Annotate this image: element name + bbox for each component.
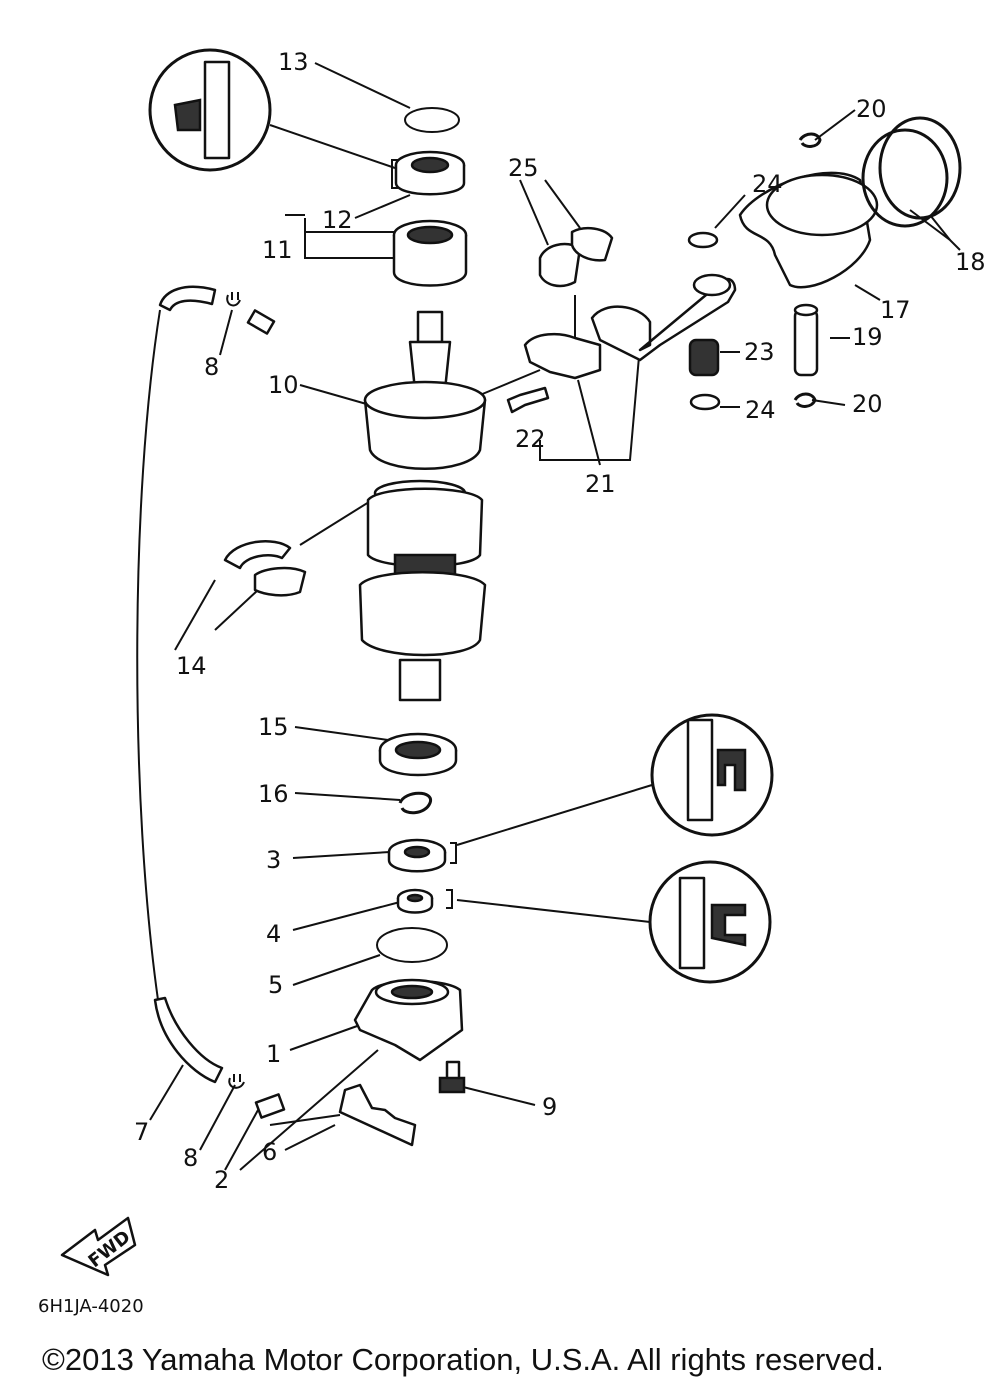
callout-16: 16	[258, 780, 289, 808]
ball-bearing-11	[392, 219, 468, 287]
seal-orientation-inset-bottom	[648, 860, 772, 984]
bearing-15	[378, 732, 458, 777]
callout-6: 6	[262, 1138, 277, 1166]
rod-bolt-22	[506, 386, 550, 414]
callout-20-lower: 20	[852, 390, 883, 418]
callout-11: 11	[262, 236, 293, 264]
washer-24-lower	[689, 393, 721, 411]
piston-pin-clip-20-upper	[798, 132, 822, 148]
crankshaft-10	[358, 310, 487, 702]
bolt-9	[438, 1060, 466, 1094]
callout-4: 4	[266, 920, 281, 948]
callout-1: 1	[266, 1040, 281, 1068]
piston-pin-19	[793, 303, 819, 377]
connecting-rod-cap-21	[523, 332, 602, 380]
forward-direction-arrow: FWD	[60, 1216, 137, 1277]
callout-8-upper: 8	[204, 353, 219, 381]
callout-25: 25	[508, 154, 539, 182]
diagram-code: 6H1JA-4020	[38, 1296, 144, 1317]
callout-13: 13	[278, 48, 309, 76]
o-ring-5	[376, 927, 448, 963]
hose-clamp-8-upper	[226, 292, 241, 307]
oil-seal-3	[387, 838, 457, 873]
seal-orientation-inset-top	[148, 48, 272, 172]
piston-pin-clip-20-lower	[793, 392, 817, 408]
hose-clamp-8-lower	[228, 1074, 245, 1089]
seal-orientation-inset-mid	[650, 713, 774, 837]
bearing-halves-14	[223, 540, 307, 597]
callout-8-lower: 8	[183, 1144, 198, 1172]
callout-17: 17	[880, 296, 911, 324]
callout-3: 3	[266, 846, 281, 874]
callout-21: 21	[585, 470, 616, 498]
piston-rings-18	[861, 116, 962, 228]
callout-2: 2	[214, 1166, 229, 1194]
oil-seal-12	[391, 150, 466, 196]
callout-22: 22	[515, 425, 546, 453]
callout-18: 18	[955, 248, 986, 276]
rod-bearing-25	[538, 226, 614, 288]
connecting-rod	[590, 273, 737, 362]
nipple-fitting-upper	[246, 309, 276, 335]
lower-bearing-housing-1	[353, 978, 464, 1062]
callout-10: 10	[268, 371, 299, 399]
callout-numbers: 13 12 11 8 10 14 15 16 3 4 5 1 7 8 2 6 9…	[134, 48, 986, 1194]
nipple-fitting-2	[254, 1093, 286, 1119]
callout-14: 14	[176, 652, 207, 680]
copyright-notice: ©2013 Yamaha Motor Corporation, U.S.A. A…	[42, 1342, 884, 1377]
needle-bearing-23	[688, 338, 720, 377]
callout-9: 9	[542, 1093, 557, 1121]
callout-24-lower: 24	[745, 396, 776, 424]
callout-15: 15	[258, 713, 289, 741]
callout-5: 5	[268, 971, 283, 999]
washer-24-upper	[687, 231, 719, 249]
hose-7	[136, 285, 224, 1084]
piston-17	[738, 171, 879, 289]
oil-seal-4	[396, 888, 453, 914]
callout-20-upper: 20	[856, 95, 887, 123]
o-ring-13	[404, 107, 460, 133]
callout-12: 12	[322, 206, 353, 234]
plate-6	[338, 1083, 417, 1147]
circlip-16	[398, 791, 432, 815]
callout-19: 19	[852, 323, 883, 351]
callout-23: 23	[744, 338, 775, 366]
callout-24-upper: 24	[752, 170, 783, 198]
callout-7: 7	[134, 1118, 149, 1146]
